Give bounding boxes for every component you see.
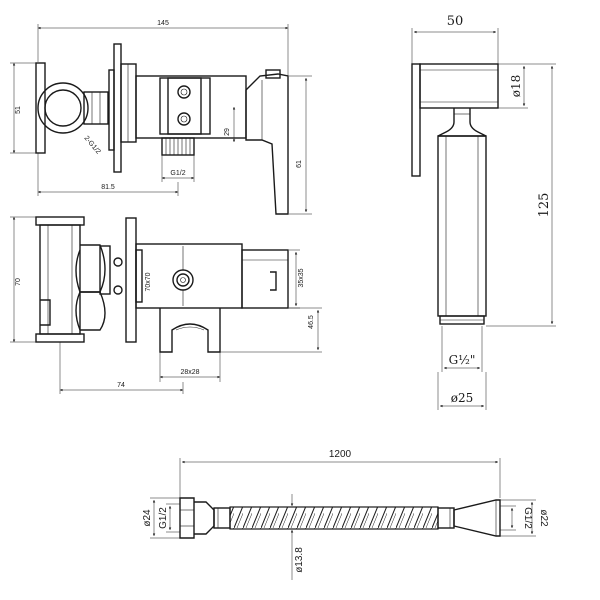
dim-46-5: 46.5 (308, 315, 315, 329)
dim-70x70: 70x70 (145, 272, 152, 291)
dim-hose-dia: ø13.8 (294, 547, 305, 573)
dim-hose-right-dia: ø22 (538, 509, 549, 527)
dim-145: 145 (157, 20, 169, 27)
dim-70: 70 (15, 278, 22, 286)
dim-thread: G½" (449, 353, 476, 367)
dim-1200: 1200 (329, 449, 352, 460)
hose-view: 1200 ø24 G1/2 ø13.8 G1/2 (142, 449, 549, 580)
valve-front-view: 145 51 2-G1/2 29 (10, 20, 312, 215)
dim-61: 61 (296, 160, 303, 168)
label-2-g1-2: 2-G1/2 (82, 135, 101, 156)
dim-hose-left-dia: ø24 (142, 509, 153, 527)
dim-g1-2-front: G1/2 (170, 170, 185, 177)
dim-81-5: 81.5 (101, 184, 115, 191)
handset-view: 50 ø18 125 G½" ø25 (411, 14, 556, 410)
dim-51: 51 (15, 106, 22, 114)
valve-top-view: 70 70x70 35x35 (10, 216, 322, 394)
dim-125: 125 (537, 193, 552, 218)
dim-74: 74 (117, 382, 125, 389)
dim-29: 29 (224, 128, 231, 136)
dim-hose-right-thread: G1/2 (522, 507, 533, 529)
dim-hose-left-thread: G1/2 (158, 507, 169, 529)
dim-50: 50 (447, 14, 464, 29)
dim-28x28: 28x28 (180, 369, 199, 376)
dim-body-dia: ø25 (451, 391, 474, 405)
dim-head-dia: ø18 (509, 75, 523, 98)
dim-35x35: 35x35 (298, 268, 305, 287)
